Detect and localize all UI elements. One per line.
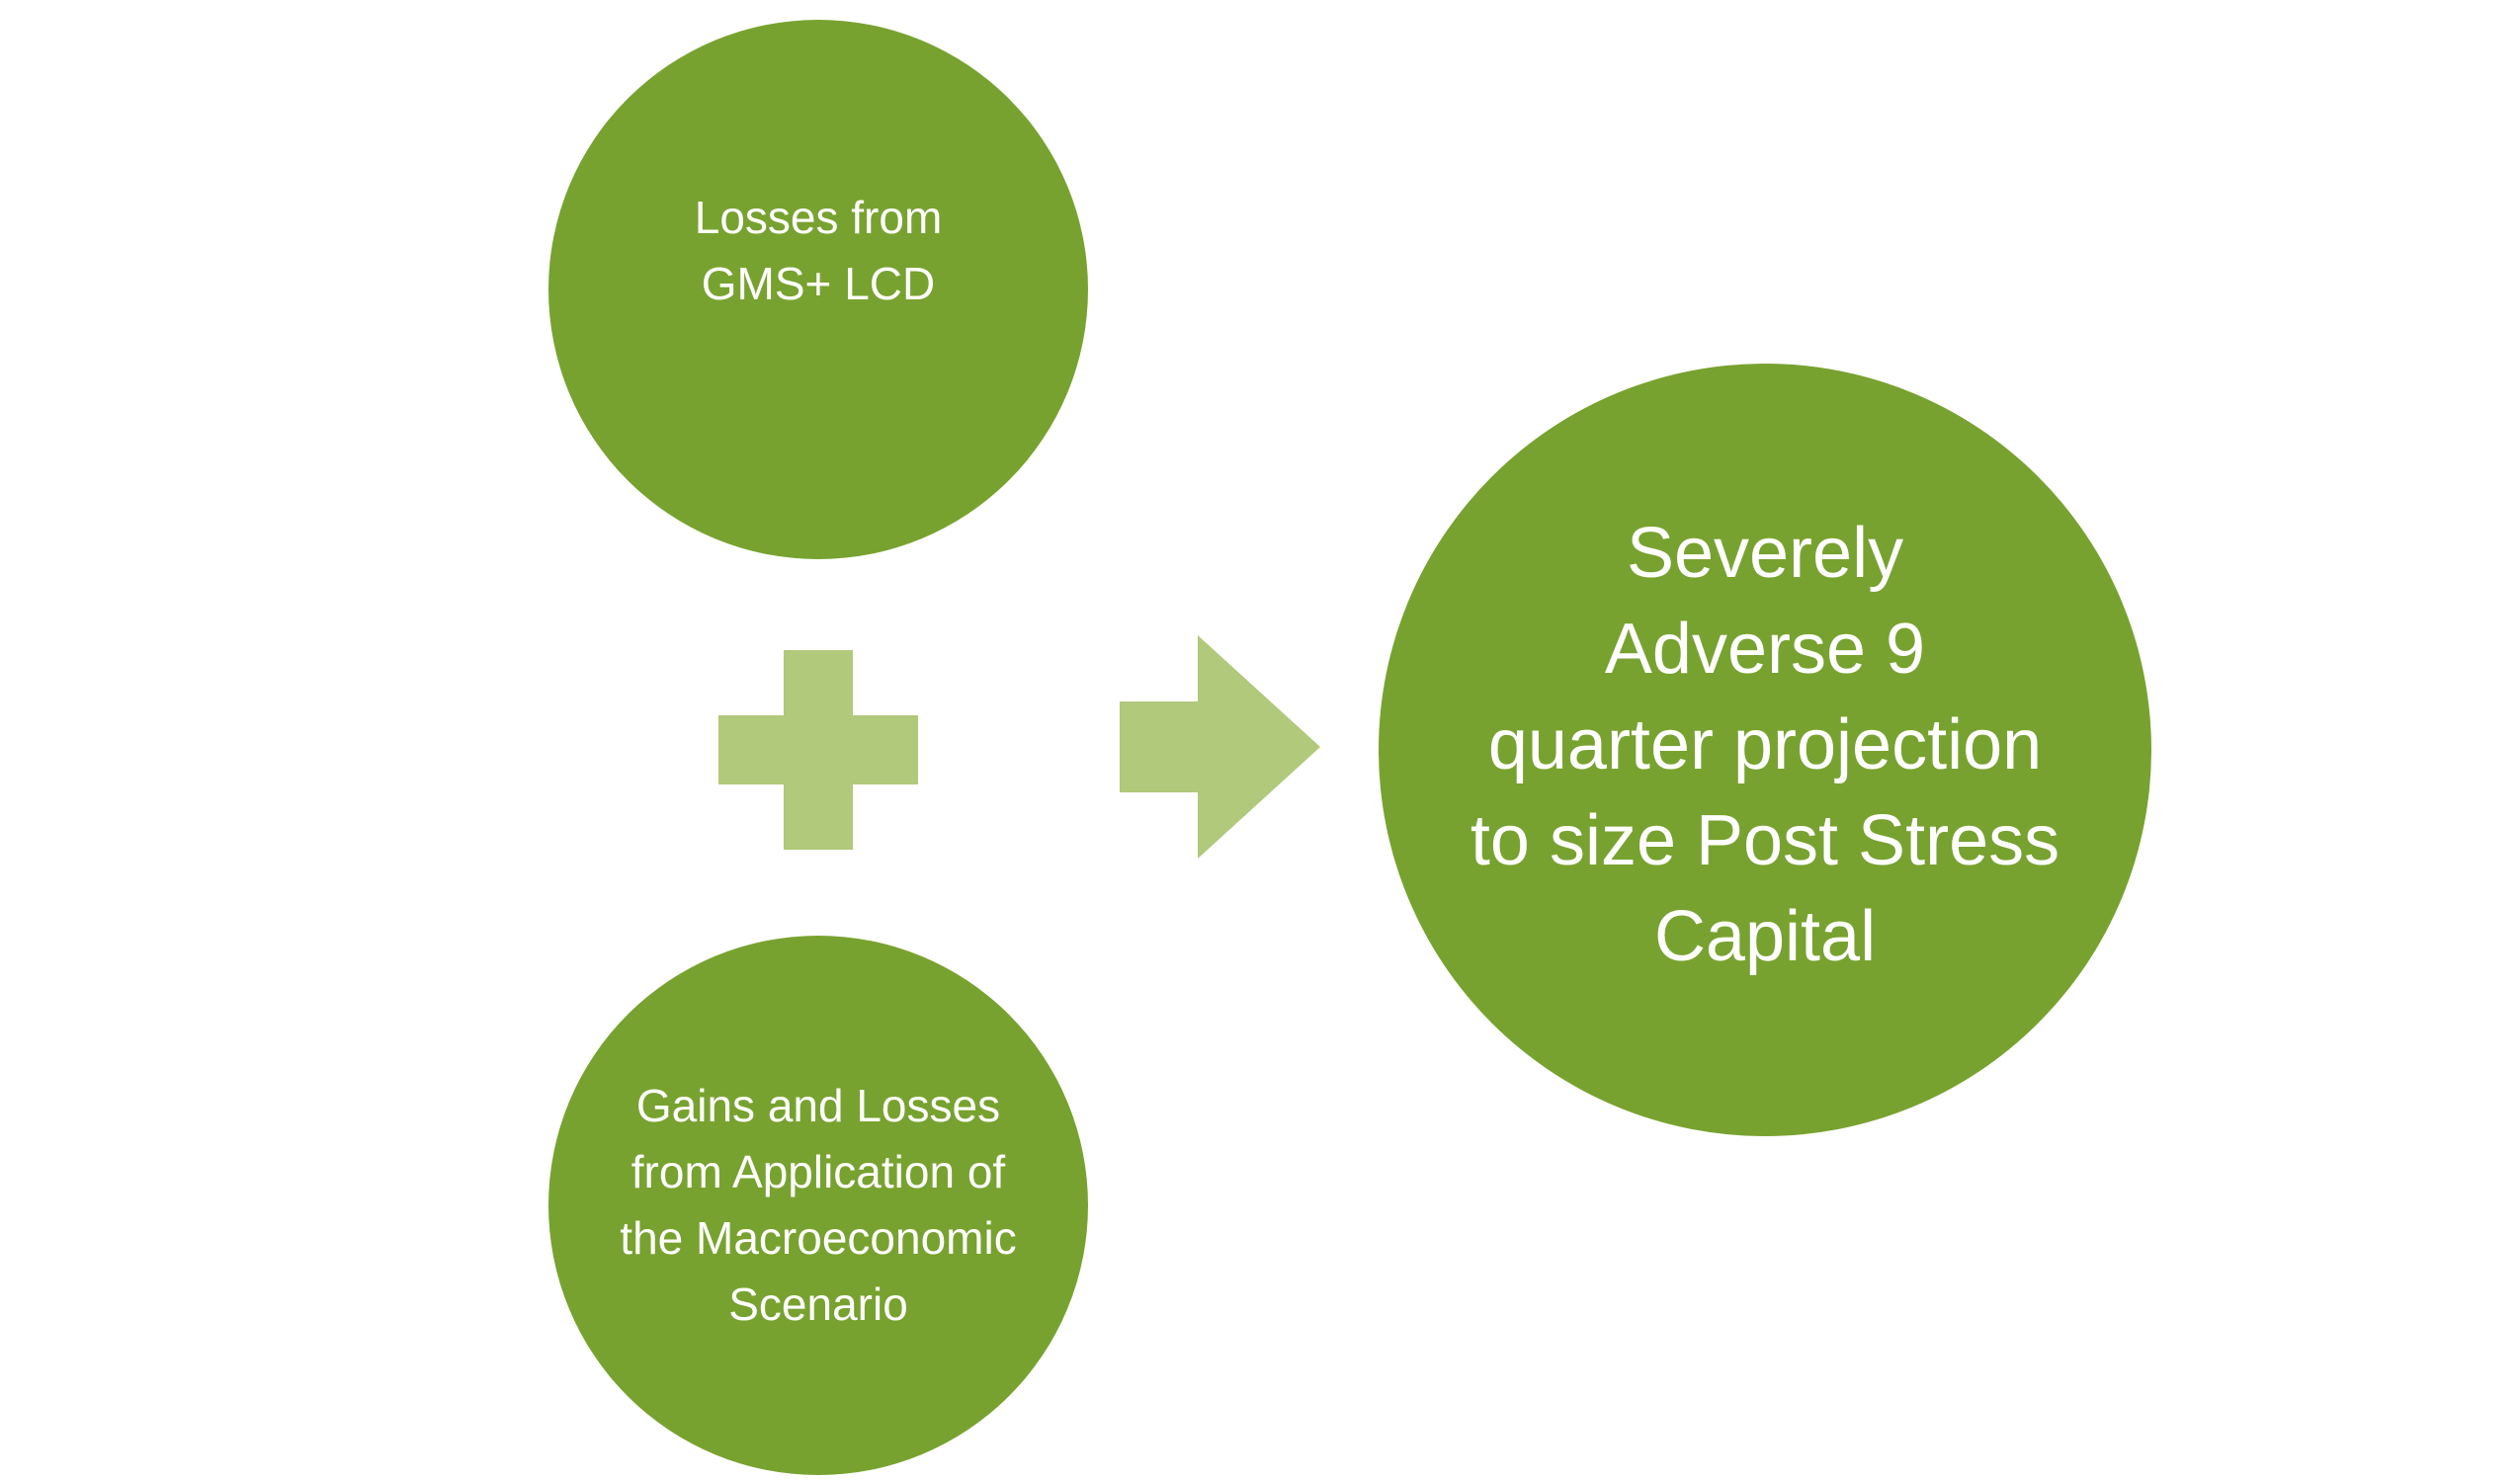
losses-circle-label: Losses from GMS+ LCD — [694, 192, 943, 309]
losses-circle: Losses from GMS+ LCD — [548, 20, 1088, 559]
result-circle-label: Severely Adverse 9 quarter projection to… — [1470, 513, 2060, 976]
result-circle: Severely Adverse 9 quarter projection to… — [1379, 364, 2151, 1136]
gains-losses-circle: Gains and Losses from Application of the… — [548, 936, 1088, 1475]
right-arrow-icon — [1120, 635, 1320, 859]
plus-icon — [718, 650, 918, 850]
gains-losses-circle-label: Gains and Losses from Application of the… — [620, 1080, 1017, 1330]
